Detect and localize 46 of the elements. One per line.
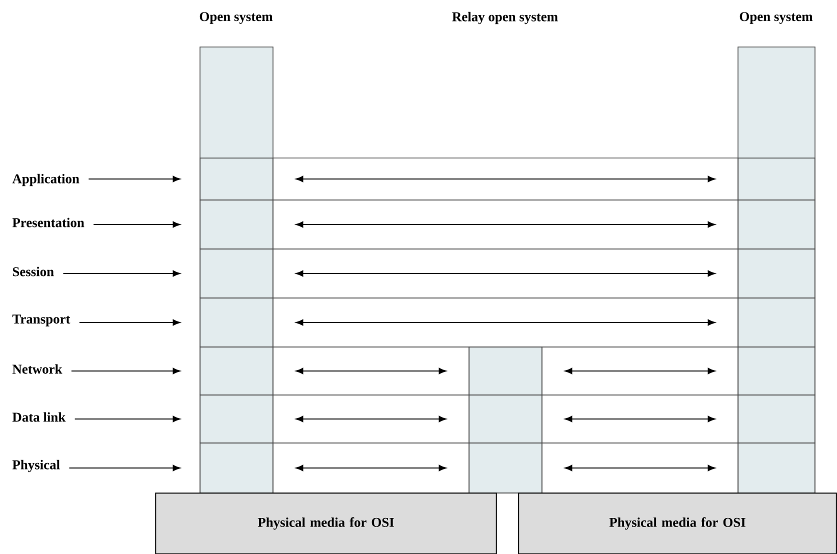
arrow xyxy=(296,270,716,277)
arrow xyxy=(564,464,716,472)
layer-cell xyxy=(200,394,274,444)
column-heading: Open system xyxy=(200,12,273,24)
media-box: Physical media for OSI xyxy=(155,492,497,554)
arrow xyxy=(70,368,180,374)
column-heading: Relay open system xyxy=(452,12,558,24)
layer-cell xyxy=(738,442,816,494)
layer-cell xyxy=(200,346,274,396)
arrow xyxy=(62,270,180,277)
arrow xyxy=(88,176,180,182)
layer-cell xyxy=(738,346,816,396)
arrow xyxy=(296,368,446,374)
layer-cell xyxy=(468,346,542,396)
layer-cell xyxy=(738,298,816,348)
layer-cell xyxy=(468,394,542,444)
column-heading: Open system xyxy=(740,12,813,24)
arrow xyxy=(68,464,180,472)
layer-cell xyxy=(738,394,816,444)
layer-cell xyxy=(200,200,274,250)
layer-cell xyxy=(200,298,274,348)
layer-cell xyxy=(468,442,542,494)
arrow xyxy=(296,464,446,472)
layer-label: Session xyxy=(12,266,54,276)
layer-cell xyxy=(738,200,816,250)
media-box: Physical media for OSI xyxy=(518,492,837,554)
arrow xyxy=(78,319,180,326)
layer-cell xyxy=(738,248,816,298)
arrow xyxy=(296,176,716,182)
layer-label: Presentation xyxy=(12,218,84,228)
arrow xyxy=(296,416,446,422)
arrow xyxy=(564,416,716,422)
arrow xyxy=(74,416,180,422)
layer-cell xyxy=(200,158,274,200)
layer-label: Physical xyxy=(12,460,60,472)
layer-label: Application xyxy=(12,174,80,186)
layer-label: Transport xyxy=(12,314,70,326)
arrow xyxy=(296,319,716,326)
arrow xyxy=(93,221,180,228)
layer-label: Network xyxy=(12,364,62,374)
layer-cell xyxy=(738,158,816,200)
layer-label: Data link xyxy=(12,412,66,422)
layer-cell xyxy=(200,442,274,494)
arrow xyxy=(564,368,716,374)
arrow xyxy=(296,221,716,228)
layer-cell xyxy=(200,248,274,298)
